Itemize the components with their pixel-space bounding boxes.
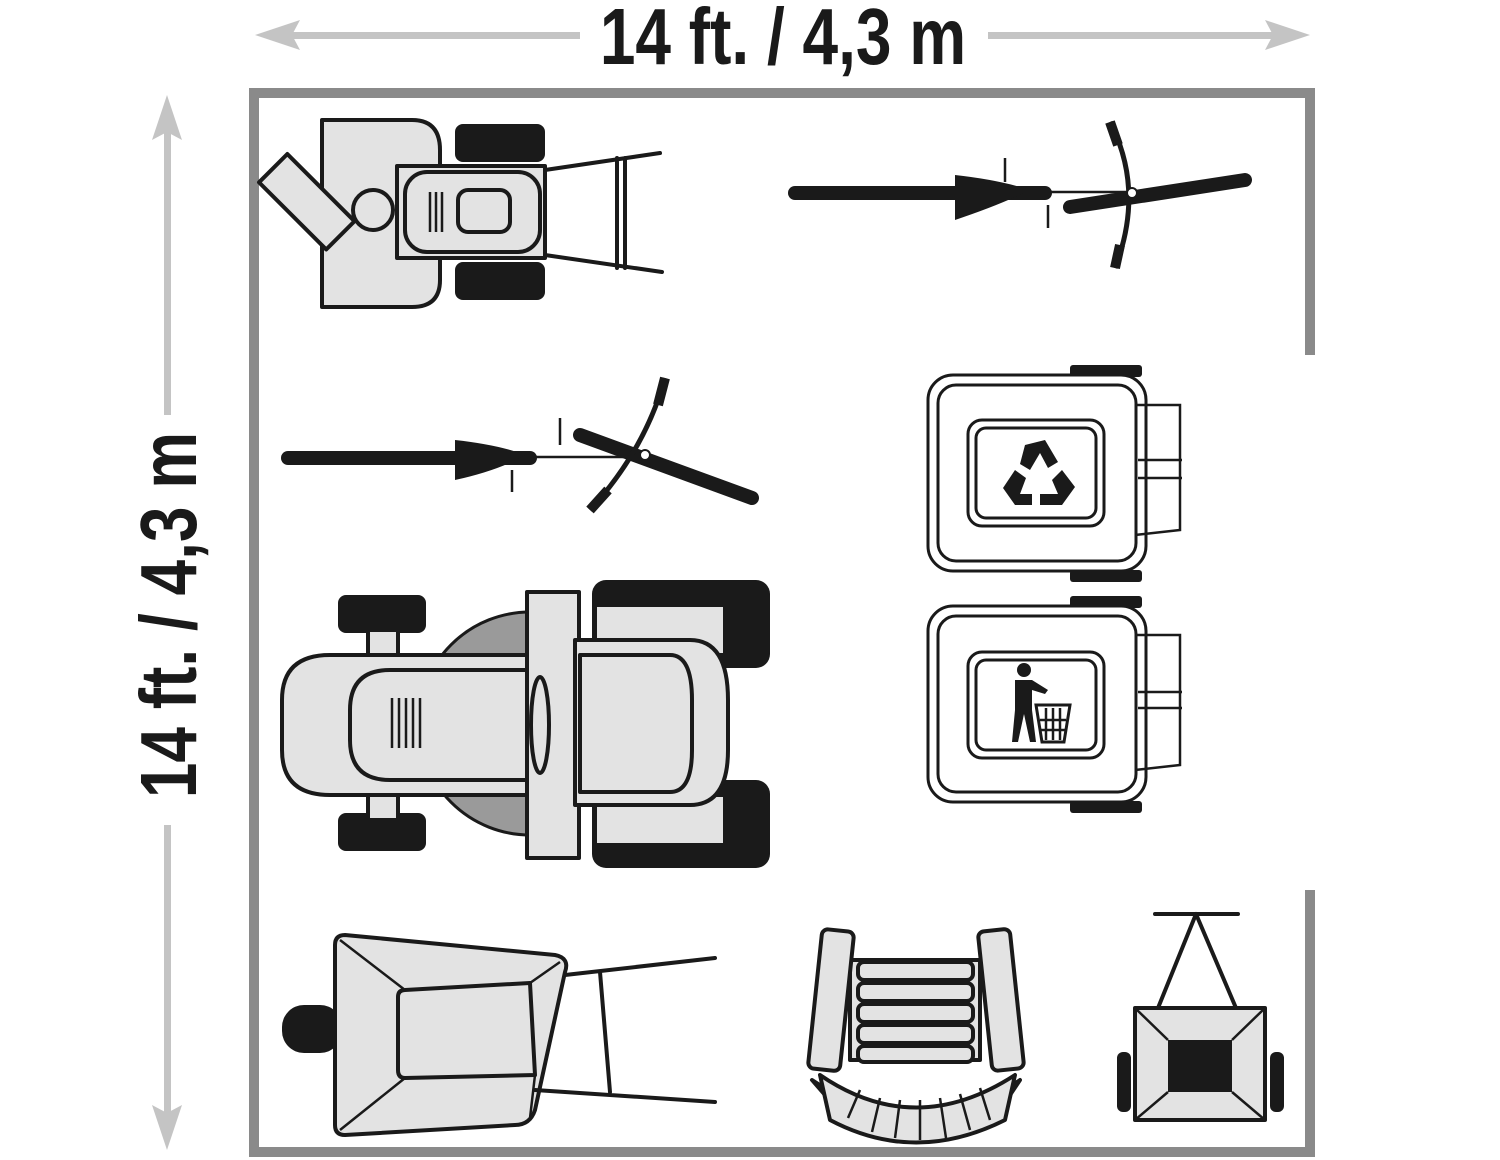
snowblower-icon	[257, 118, 664, 309]
width-label: 14 ft. / 4,3 m	[600, 0, 966, 82]
recycle-bin	[926, 365, 1182, 582]
bicycle-icon	[281, 376, 759, 514]
riding-mower-icon	[280, 580, 770, 868]
shed-walls	[249, 88, 1315, 1157]
chair-icon	[806, 927, 1026, 1145]
bicycle-icon	[788, 120, 1252, 270]
trash-icon	[1012, 663, 1072, 744]
depth-dimension-arrow	[152, 95, 182, 1150]
depth-label: 14 ft. / 4,3 m	[124, 432, 213, 798]
wheelbarrow-icon	[282, 933, 717, 1137]
recycle-icon	[1003, 440, 1075, 505]
spreader-icon	[1117, 912, 1284, 1122]
trash-bin	[926, 596, 1182, 813]
width-dimension-arrow	[255, 20, 1310, 50]
